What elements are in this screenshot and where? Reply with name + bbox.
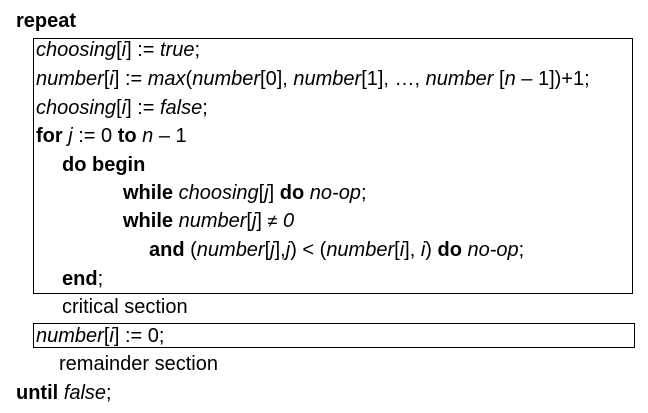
- index-n-minus-1: – 1])+1;: [515, 68, 590, 90]
- for-loop-line: for j := 0 to n – 1: [36, 124, 187, 148]
- index-j: j: [270, 239, 275, 261]
- and-condition-line: and (number[j],j) < (number[i], i) do no…: [149, 239, 525, 261]
- until-line: until false;: [16, 381, 112, 405]
- var-number: number: [425, 68, 494, 90]
- semicolon: ;: [360, 182, 367, 204]
- semicolon: ;: [97, 268, 104, 290]
- var-n: n: [504, 68, 516, 90]
- var-i: i: [420, 239, 426, 261]
- index-i: i: [121, 97, 127, 119]
- keyword-repeat: repeat: [16, 10, 77, 32]
- assign-op: := 0: [72, 125, 118, 147]
- keyword-do: do: [279, 182, 305, 204]
- semicolon: ;: [518, 239, 525, 261]
- number-max-line: number[i] := max(number[0], number[1], ……: [36, 68, 590, 90]
- var-number: number: [196, 239, 265, 261]
- keyword-do-begin: do begin: [62, 154, 146, 176]
- remainder-section-label: remainder section: [59, 352, 218, 376]
- var-choosing: choosing: [178, 182, 259, 204]
- while-number-line: while number[j] ≠ 0: [123, 210, 295, 232]
- var-j: j: [285, 239, 291, 261]
- index-i: i: [109, 325, 114, 347]
- remainder-section-text: remainder section: [59, 353, 218, 375]
- keyword-until: until: [16, 382, 59, 404]
- var-number: number: [326, 239, 395, 261]
- var-j: j: [68, 125, 73, 147]
- value-true: true: [159, 39, 195, 61]
- var-n: n: [142, 125, 154, 147]
- entry-section-box: [33, 38, 633, 294]
- index-i: i: [399, 239, 405, 261]
- assign-zero: ] := 0;: [113, 325, 165, 347]
- keyword-while: while: [123, 210, 174, 232]
- end-line: end;: [62, 267, 103, 291]
- semicolon: ;: [194, 39, 201, 61]
- repeat-line: repeat: [16, 9, 76, 33]
- index-1: [1], …,: [361, 68, 426, 90]
- var-number: number: [293, 68, 362, 90]
- semicolon: ;: [106, 382, 112, 404]
- bracket-open: [: [493, 68, 505, 90]
- keyword-to: to: [117, 125, 137, 147]
- keyword-end: end: [62, 268, 98, 290]
- value-false: false: [159, 97, 203, 119]
- bracket-comma: ],: [404, 239, 421, 261]
- assign-op: ] :=: [113, 68, 148, 90]
- assign-op: ] :=: [126, 97, 160, 119]
- var-choosing: choosing: [36, 39, 117, 61]
- minus-one: – 1: [153, 125, 187, 147]
- var-number: number: [36, 325, 104, 347]
- bracket-close: ]: [268, 182, 280, 204]
- value-zero: 0: [277, 210, 295, 232]
- assign-op: ] :=: [126, 39, 160, 61]
- index-j: j: [251, 210, 257, 232]
- keyword-do: do: [437, 239, 462, 261]
- var-number: number: [192, 68, 261, 90]
- index-j: j: [264, 182, 269, 204]
- while-choosing-line: while choosing[j] do no-op;: [123, 182, 367, 204]
- keyword-while: while: [123, 182, 174, 204]
- choosing-false-line: choosing[i] := false;: [36, 97, 208, 119]
- keyword-and: and: [149, 239, 185, 261]
- paren-close: ): [425, 239, 438, 261]
- bracket-close: ]: [256, 210, 268, 232]
- not-equal-symbol: ≠: [267, 211, 278, 231]
- exit-section-box: [33, 323, 635, 348]
- bracket-comma: ],: [274, 239, 286, 261]
- less-than-op: ) < (: [290, 239, 327, 261]
- no-op: no-op: [467, 239, 519, 261]
- no-op: no-op: [309, 182, 361, 204]
- critical-section-label: critical section: [62, 295, 188, 319]
- func-max: max: [147, 68, 186, 90]
- paren-open: (: [184, 239, 197, 261]
- var-number: number: [178, 210, 247, 232]
- index-i: i: [109, 68, 114, 90]
- index-0: [0],: [260, 68, 294, 90]
- value-false: false: [63, 382, 107, 404]
- choosing-true-line: choosing[i] := true;: [36, 39, 201, 61]
- critical-section-text: critical section: [62, 296, 188, 318]
- keyword-for: for: [36, 125, 63, 147]
- index-i: i: [121, 39, 127, 61]
- semicolon: ;: [202, 97, 208, 119]
- paren-open: (: [185, 68, 193, 90]
- number-reset-line: number[i] := 0;: [36, 325, 165, 347]
- var-choosing: choosing: [36, 97, 117, 119]
- do-begin-line: do begin: [62, 153, 145, 177]
- var-number: number: [36, 68, 104, 90]
